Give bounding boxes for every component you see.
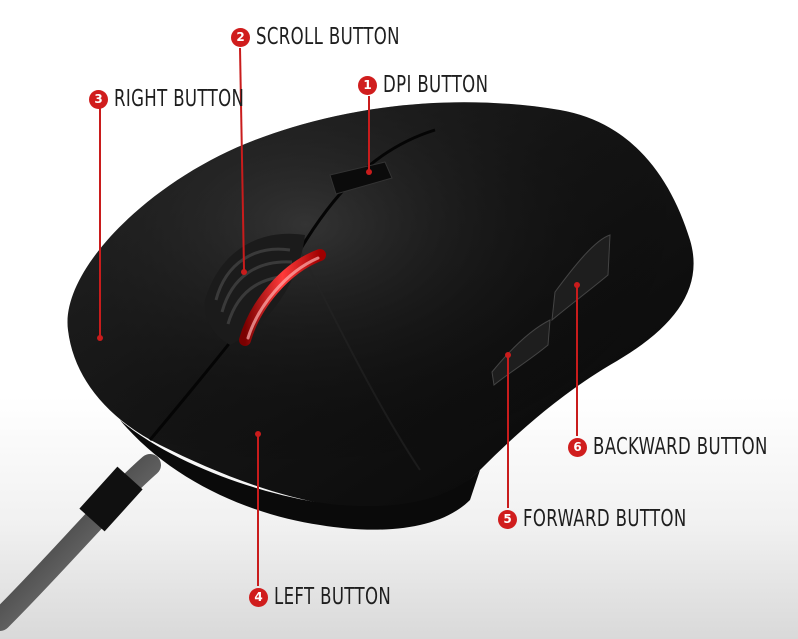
callout-number: 6 xyxy=(568,437,587,457)
callout-label: BACKWARD BUTTON xyxy=(593,434,768,460)
callout-forward-button: 5 FORWARD BUTTON xyxy=(498,506,750,532)
cable xyxy=(0,454,161,631)
callout-left-button: 4 LEFT BUTTON xyxy=(249,584,437,610)
callout-label: LEFT BUTTON xyxy=(274,584,392,610)
callout-number: 2 xyxy=(231,27,250,47)
scroll-wheel xyxy=(204,233,326,346)
callout-number: 5 xyxy=(498,509,517,529)
callout-number: 1 xyxy=(358,75,377,95)
callout-backward-button: 6 BACKWARD BUTTON xyxy=(568,434,798,460)
callout-label: SCROLL BUTTON xyxy=(256,24,400,50)
callout-dpi-button: 1 DPI BUTTON xyxy=(358,72,529,98)
callout-label: RIGHT BUTTON xyxy=(114,86,245,112)
callout-scroll-button: 2 SCROLL BUTTON xyxy=(231,24,456,50)
leader-dots xyxy=(97,169,580,437)
leader-lines xyxy=(99,47,578,586)
callout-number: 4 xyxy=(249,587,268,607)
backward-button-shape xyxy=(551,234,611,322)
callout-number: 3 xyxy=(89,89,108,109)
callout-right-button: 3 RIGHT BUTTON xyxy=(89,86,295,112)
dpi-button-shape xyxy=(329,161,393,195)
callout-label: DPI BUTTON xyxy=(383,72,489,98)
forward-button-shape xyxy=(491,319,551,386)
callout-label: FORWARD BUTTON xyxy=(523,506,687,532)
